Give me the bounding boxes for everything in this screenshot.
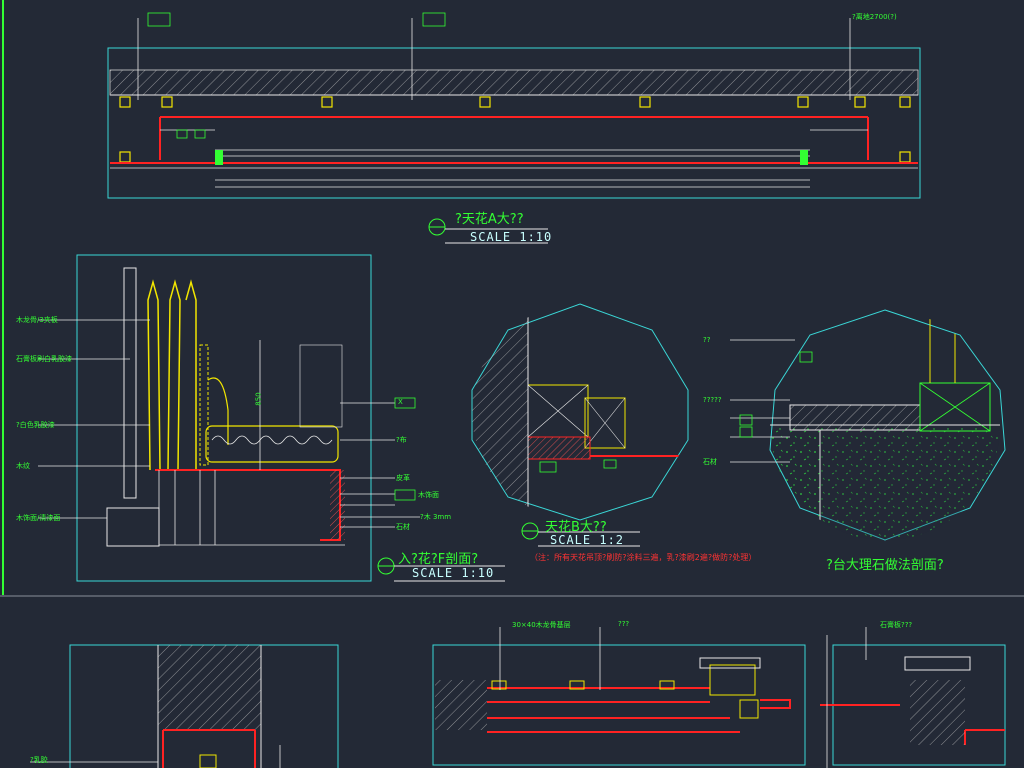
bottom-left-section[interactable] [30, 644, 339, 768]
bottom-label-1: 30×40木龙骨基层 [512, 621, 571, 629]
view3-title: 天花B大?? [545, 520, 607, 535]
cabinet-right-label-2: ?布 [396, 436, 407, 444]
view3-scale: SCALE 1:2 [550, 533, 625, 547]
cabinet-right-label-5: ?木 3mm [420, 513, 452, 521]
cabinet-label-4: 木纹 [16, 462, 30, 470]
view1-scale: SCALE 1:10 [470, 230, 553, 244]
view3-note: （注：所有天花吊顶?刷防?涂料三遍，乳?漆刷2遍?做防?处理） [530, 553, 757, 562]
cabinet-label-5: 木饰面/清漆面 [16, 514, 61, 522]
cabinet-label-3: ?白色乳胶漆 [16, 421, 55, 429]
cabinet-label-2: 石膏板刷白乳胶漆 [16, 355, 72, 363]
bottom-left-label: ?乳胶 [30, 756, 48, 764]
top-right-label: ?离地2700(?) [852, 13, 897, 21]
cabinet-right-label-1: X [398, 398, 403, 406]
marble-label-2: ????? [703, 396, 722, 404]
view2-title: 入?花?F剖面? [398, 552, 479, 567]
view4-title: ?台大理石做法剖面? [826, 558, 944, 573]
cabinet-right-label-3: 皮革 [396, 474, 410, 482]
cabinet-right-label-4: 木饰面 [418, 491, 439, 499]
marble-label-3: 石材 [703, 458, 717, 466]
cabinet-right-label-6: 石材 [396, 523, 410, 531]
marble-label-1: ?? [703, 336, 711, 344]
view3-detail-circle[interactable] [460, 300, 700, 547]
cabinet-height-dim: 850 [254, 392, 263, 406]
bottom-right-section[interactable] [432, 627, 1006, 768]
view1-title: ?天花A大?? [455, 212, 524, 227]
cabinet-label-1: 木龙骨/3夹板 [16, 316, 58, 324]
bottom-label-3: 石膏板??? [880, 621, 913, 629]
view2-scale: SCALE 1:10 [412, 566, 495, 580]
view2-cabinet-section[interactable] [38, 254, 505, 582]
view1-ceiling-section[interactable] [107, 12, 921, 244]
bottom-label-2: ??? [618, 620, 630, 628]
view4-marble-detail[interactable] [730, 309, 1020, 545]
